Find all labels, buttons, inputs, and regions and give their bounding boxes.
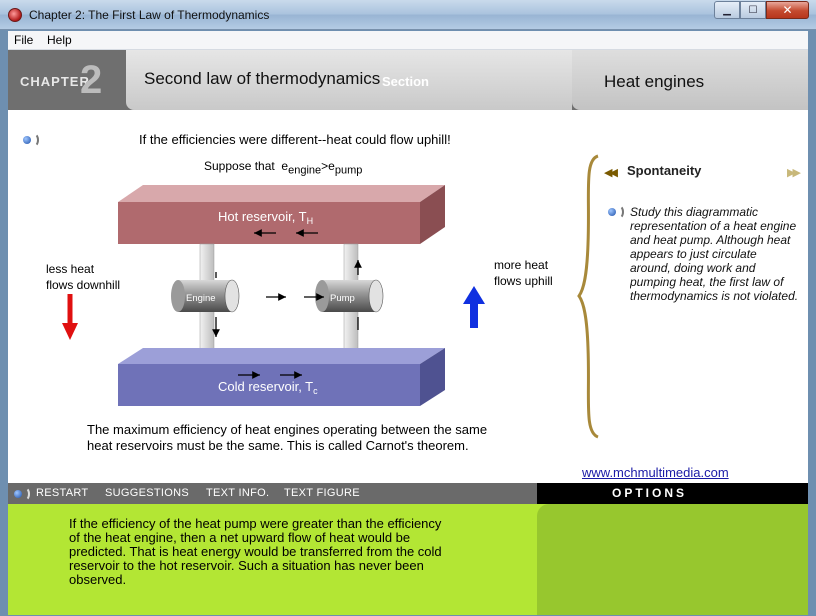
cold-reservoir-label: Cold reservoir, Tc (218, 379, 318, 396)
more-heat-line2: flows uphill (494, 274, 553, 288)
suppose-prefix: Suppose that (204, 159, 275, 173)
carnot-theorem-text: The maximum efficiency of heat engines o… (87, 422, 488, 453)
title-bar[interactable]: Chapter 2: The First Law of Thermodynami… (0, 0, 816, 30)
suggestions-button[interactable]: SUGGESTIONS (105, 487, 189, 499)
title-panel: Second law of thermodynamics (126, 50, 572, 110)
more-heat-label: more heat flows uphill (494, 257, 553, 289)
hot-reservoir-front (118, 202, 420, 244)
efficiency-engine-symbol: e (281, 159, 289, 173)
speaker-icon[interactable] (23, 132, 41, 148)
section-label: Section (382, 74, 429, 89)
window-title: Chapter 2: The First Law of Thermodynami… (29, 8, 270, 22)
menu-file[interactable]: File (14, 33, 34, 47)
topic-panel: Heat engines (572, 50, 808, 110)
hot-reservoir-label: Hot reservoir, TH (218, 209, 313, 226)
sidebar-speaker-icon[interactable] (608, 204, 626, 220)
close-icon: ✕ (782, 3, 793, 17)
engine-left-cap (171, 280, 185, 312)
less-heat-label: less heat flows downhill (46, 261, 120, 293)
brace-decoration (577, 154, 599, 439)
pump-left-cap (315, 280, 329, 312)
less-heat-line2: flows downhill (46, 278, 121, 292)
cold-reservoir (118, 348, 445, 406)
chapter-header: CHAPTER 2 Second law of thermodynamics S… (8, 50, 808, 110)
sidebar-heading: Spontaneity (627, 163, 702, 178)
cold-reservoir-top (118, 348, 445, 364)
up-arrow-icon (463, 286, 485, 328)
menu-bar: File Help (8, 31, 808, 50)
toolbar-speaker-icon[interactable] (14, 486, 32, 502)
chapter-label: CHAPTER (20, 74, 90, 89)
engine-body (178, 280, 232, 312)
text-figure-button[interactable]: TEXT FIGURE (284, 487, 360, 499)
more-heat-line1: more heat (494, 258, 549, 272)
minimize-icon: ▁ (723, 4, 731, 16)
bottom-toolbar: RESTART SUGGESTIONS TEXT INFO. TEXT FIGU… (8, 483, 537, 504)
comparison-symbol: >e (321, 159, 335, 173)
chapter-number: 2 (80, 58, 103, 102)
app-content: CHAPTER 2 Second law of thermodynamics S… (8, 50, 808, 615)
options-panel (537, 504, 808, 615)
engine-subscript: engine (288, 164, 322, 177)
previous-topic-button[interactable]: ◀◀ (604, 167, 618, 179)
website-link[interactable]: www.mchmultimedia.com (582, 465, 729, 480)
engine-label: Engine (186, 293, 216, 304)
next-topic-button[interactable]: ▶▶ (787, 167, 801, 179)
cold-reservoir-front (118, 364, 420, 406)
pump-subscript: pump (334, 164, 363, 177)
suppose-text: Suppose that eengine>epump (204, 159, 362, 176)
intro-text: If the efficiencies were different--heat… (139, 132, 451, 147)
cold-reservoir-side (420, 348, 445, 406)
less-heat-line1: less heat (46, 262, 95, 276)
pump-label: Pump (330, 293, 355, 304)
heat-engine-diagram: Hot reservoir, TH Engine Pump Cold reser (118, 185, 445, 406)
hot-reservoir-side (420, 185, 445, 244)
pump-cylinder (315, 279, 384, 313)
down-arrow-icon (62, 294, 78, 340)
hot-reservoir-top (118, 185, 445, 202)
hot-reservoir (118, 185, 445, 244)
options-label: OPTIONS (612, 486, 688, 500)
maximize-button[interactable]: ☐ (740, 1, 766, 19)
page-title: Second law of thermodynamics (144, 69, 381, 88)
maximize-icon: ☐ (748, 4, 758, 16)
app-icon (8, 8, 22, 22)
options-bar[interactable]: OPTIONS (537, 483, 808, 504)
pump-right-cap (368, 279, 384, 313)
engine-cylinder (171, 279, 240, 313)
restart-button[interactable]: RESTART (36, 487, 89, 499)
explanation-text: If the efficiency of the heat pump were … (69, 516, 442, 587)
minimize-button[interactable]: ▁ (714, 1, 740, 19)
window-controls: ▁ ☐ ✕ (714, 1, 809, 19)
section-topic: Heat engines (604, 72, 705, 91)
pump-body (322, 280, 376, 312)
close-button[interactable]: ✕ (766, 1, 809, 19)
sidebar-text: Study this diagrammatic representation o… (630, 205, 799, 303)
engine-right-cap (224, 279, 240, 313)
text-info-button[interactable]: TEXT INFO. (206, 487, 270, 499)
menu-help[interactable]: Help (47, 33, 72, 47)
